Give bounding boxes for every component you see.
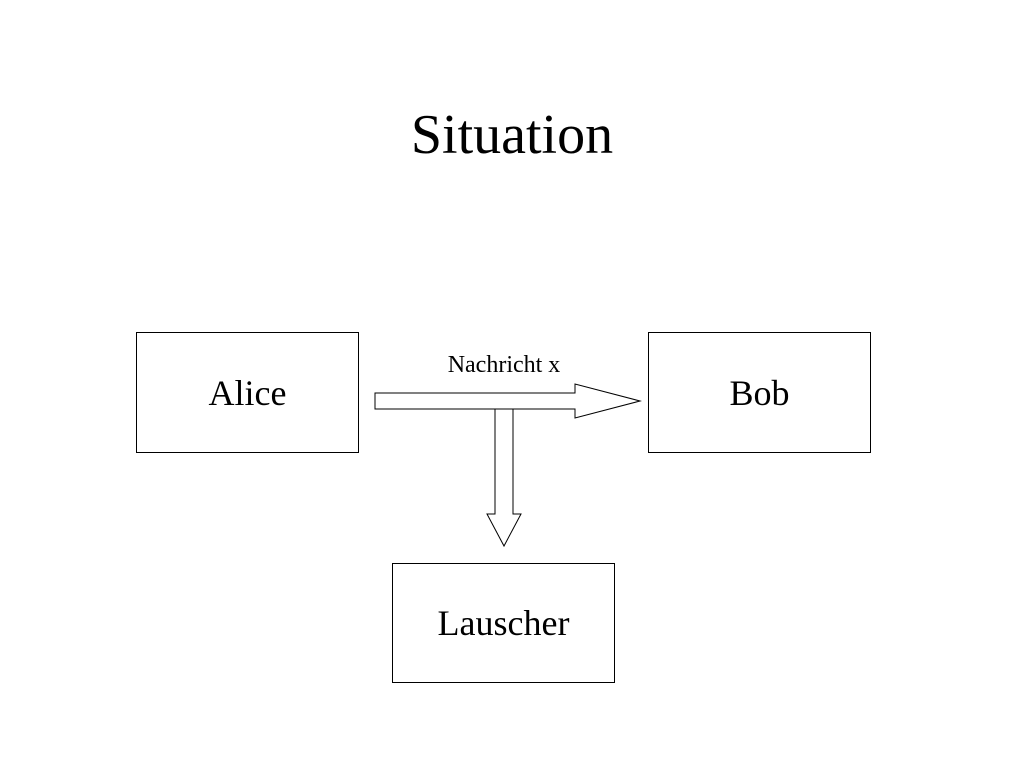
node-alice: Alice (136, 332, 359, 453)
node-eavesdropper-label: Lauscher (437, 603, 570, 643)
arrow-alice-to-bob (374, 383, 642, 419)
node-bob: Bob (648, 332, 871, 453)
arrow-to-eavesdropper (486, 408, 522, 548)
node-eavesdropper: Lauscher (392, 563, 615, 683)
node-bob-label: Bob (729, 372, 790, 413)
message-label: Nachricht x (447, 352, 561, 378)
node-alice-label: Alice (208, 372, 287, 413)
slide-title: Situation (410, 104, 614, 166)
